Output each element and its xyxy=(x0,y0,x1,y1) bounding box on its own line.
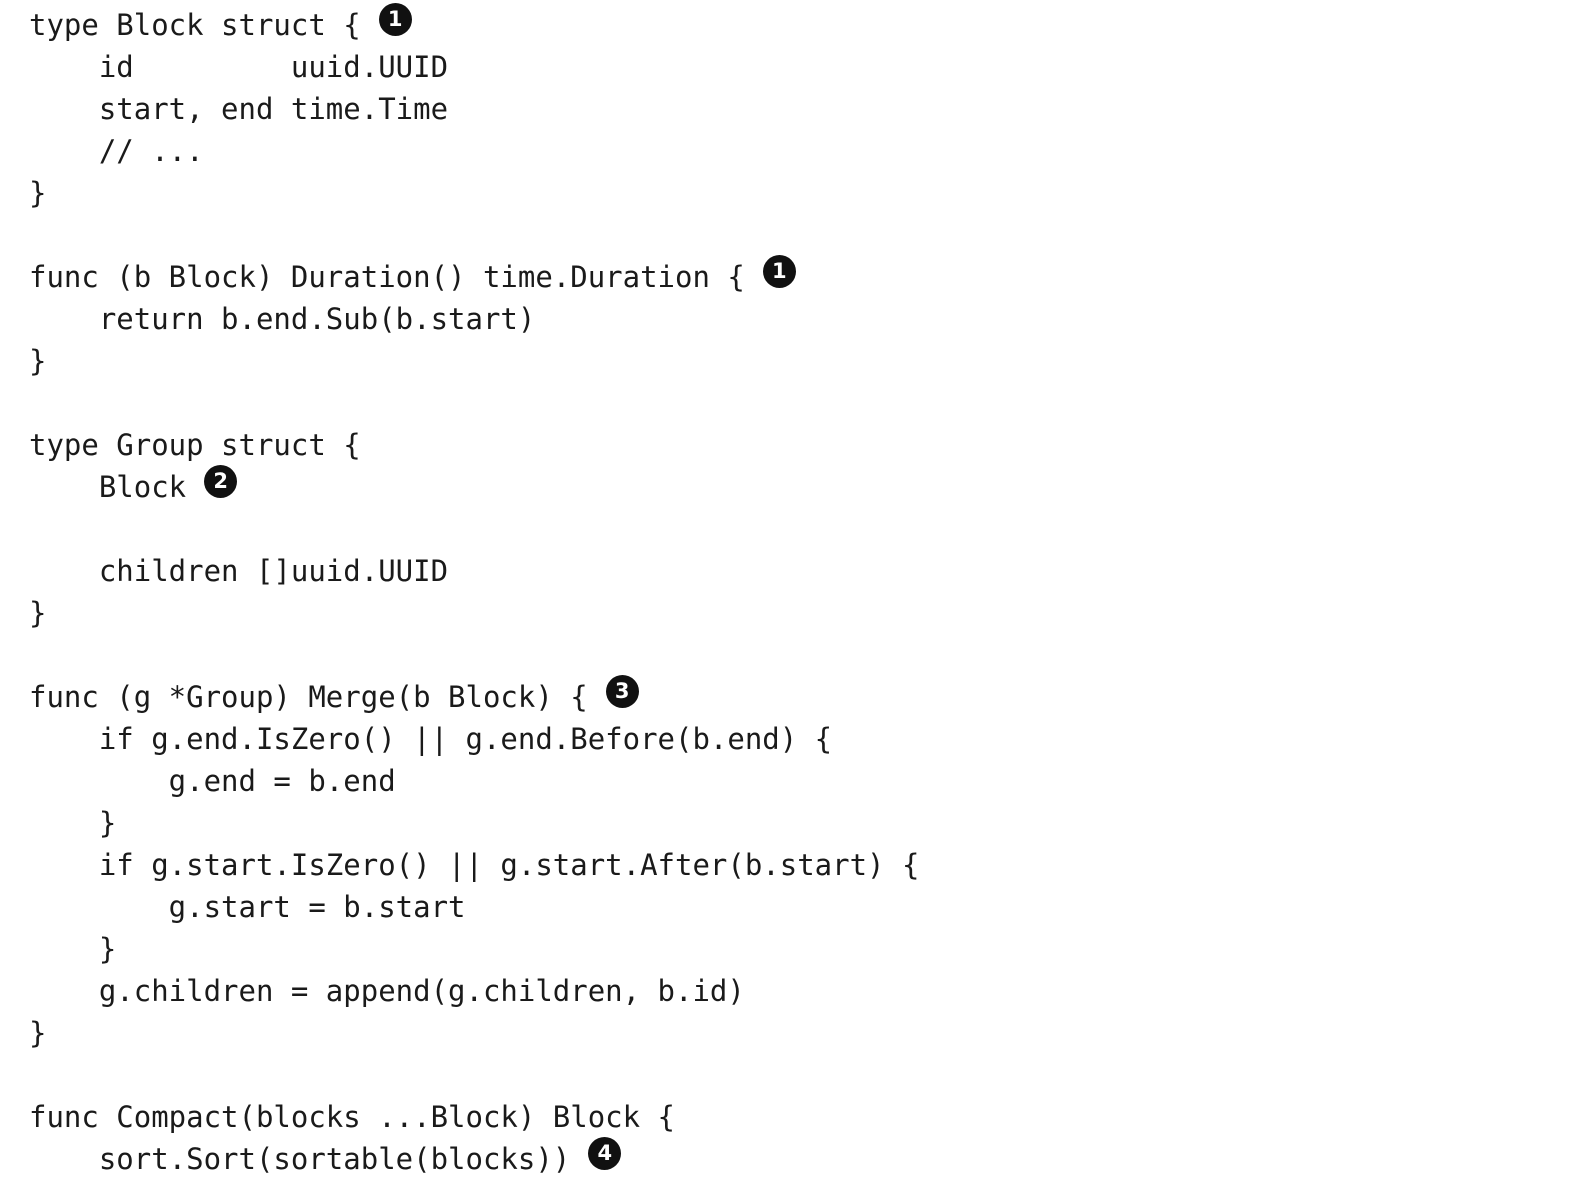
code-line: start, end time.Time xyxy=(29,88,919,130)
code-line: } xyxy=(29,928,919,970)
code-text: children []uuid.UUID xyxy=(29,554,449,588)
code-line: } xyxy=(29,592,919,634)
code-text: if g.start.IsZero() || g.start.After(b.s… xyxy=(29,848,920,882)
code-line xyxy=(29,634,919,676)
code-text: } xyxy=(29,1016,47,1050)
code-line: if g.end.IsZero() || g.end.Before(b.end)… xyxy=(29,718,919,760)
code-line: type Block struct { 1 xyxy=(29,2,919,46)
callout-marker: 1 xyxy=(762,254,796,288)
code-text: // ... xyxy=(29,134,204,168)
callout-marker: 2 xyxy=(204,464,238,498)
code-text: } xyxy=(29,596,47,630)
code-text: return b.end.Sub(b.start) xyxy=(29,302,536,336)
code-line: type Group struct { xyxy=(29,424,919,466)
code-text: sort.Sort(sortable(blocks)) xyxy=(29,1142,571,1176)
code-line xyxy=(29,508,919,550)
code-line: sort.Sort(sortable(blocks)) 4 xyxy=(29,1136,919,1180)
code-line: } xyxy=(29,340,919,382)
code-text: id uuid.UUID xyxy=(29,50,449,84)
code-line: } xyxy=(29,802,919,844)
callout-marker: 1 xyxy=(378,2,412,36)
code-text: } xyxy=(29,344,47,378)
code-line: func Compact(blocks ...Block) Block { xyxy=(29,1096,919,1138)
code-text: func Compact(blocks ...Block) Block { xyxy=(29,1100,676,1134)
code-line: } xyxy=(29,1012,919,1054)
code-line: // ... xyxy=(29,130,919,172)
code-line xyxy=(29,1054,919,1096)
code-text: Block xyxy=(29,470,187,504)
code-text: type Block struct { xyxy=(29,8,361,42)
code-line: Block 2 xyxy=(29,464,919,508)
code-line: g.children = append(g.children, b.id) xyxy=(29,970,919,1012)
code-text: } xyxy=(29,176,47,210)
code-text: g.children = append(g.children, b.id) xyxy=(29,974,745,1008)
code-line: return b.end.Sub(b.start) xyxy=(29,298,919,340)
code-text: if g.end.IsZero() || g.end.Before(b.end)… xyxy=(29,722,833,756)
code-line: func (g *Group) Merge(b Block) { 3 xyxy=(29,674,919,718)
callout-marker: 4 xyxy=(588,1136,622,1170)
code-text: start, end time.Time xyxy=(29,92,449,126)
code-line: children []uuid.UUID xyxy=(29,550,919,592)
code-text: } xyxy=(29,806,117,840)
code-line: g.end = b.end xyxy=(29,760,919,802)
code-line: func (b Block) Duration() time.Duration … xyxy=(29,254,919,298)
code-line xyxy=(29,382,919,424)
code-text: func (g *Group) Merge(b Block) { xyxy=(29,680,588,714)
code-listing: type Block struct { 1 id uuid.UUID start,… xyxy=(29,2,920,1180)
code-text: type Group struct { xyxy=(29,428,361,462)
code-text: func (b Block) Duration() time.Duration … xyxy=(29,260,745,294)
code-line: if g.start.IsZero() || g.start.After(b.s… xyxy=(29,844,920,886)
callout-marker: 3 xyxy=(605,674,639,708)
code-line: g.start = b.start xyxy=(29,886,919,928)
code-line: id uuid.UUID xyxy=(29,46,919,88)
code-text: g.end = b.end xyxy=(29,764,396,798)
code-text: g.start = b.start xyxy=(29,890,466,924)
code-text: } xyxy=(29,932,117,966)
code-line: } xyxy=(29,172,919,214)
